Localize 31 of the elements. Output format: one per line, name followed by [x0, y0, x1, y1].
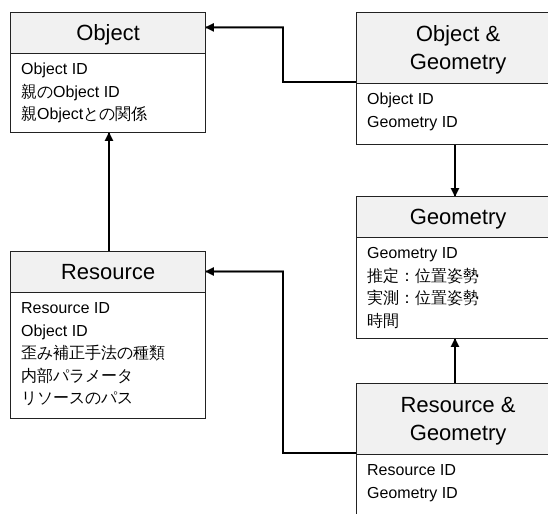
attribute-text: 歪み補正手法の種類	[21, 344, 165, 364]
attribute-text: 親のObject ID	[21, 82, 120, 102]
entity-table	[10, 251, 206, 419]
attribute-text: Object ID	[21, 322, 88, 342]
attribute-text: Geometry ID	[367, 112, 458, 132]
entity-table	[356, 196, 548, 339]
table-title: Object & Geometry	[408, 20, 508, 76]
attribute-text: Object ID	[367, 90, 434, 110]
entity-table	[10, 12, 206, 133]
table-title: Resource	[60, 258, 156, 286]
arrow	[205, 267, 356, 454]
attribute-text: 推定：位置姿勢	[367, 266, 479, 286]
attribute-text: Geometry ID	[367, 484, 458, 504]
table-title: Resource & Geometry	[400, 391, 516, 447]
attribute-text: 内部パラメータ	[21, 366, 133, 386]
arrow	[205, 22, 356, 83]
attribute-text: 親Objectとの関係	[21, 104, 148, 125]
arrow	[450, 145, 460, 197]
attribute-text: 実測：位置姿勢	[367, 288, 479, 309]
table-title: Object	[76, 19, 140, 47]
entity-table	[356, 383, 548, 514]
attribute-text: Object ID	[21, 60, 88, 80]
entity-table	[356, 12, 548, 145]
attribute-text: リソースのパス	[21, 389, 133, 409]
attribute-text: Resource ID	[21, 299, 110, 319]
table-title: Geometry	[410, 203, 506, 231]
arrow	[104, 132, 114, 251]
attribute-text: Resource ID	[367, 461, 456, 481]
arrow	[450, 338, 460, 383]
attribute-text: 時間	[367, 312, 399, 332]
attribute-text: Geometry ID	[367, 244, 458, 264]
